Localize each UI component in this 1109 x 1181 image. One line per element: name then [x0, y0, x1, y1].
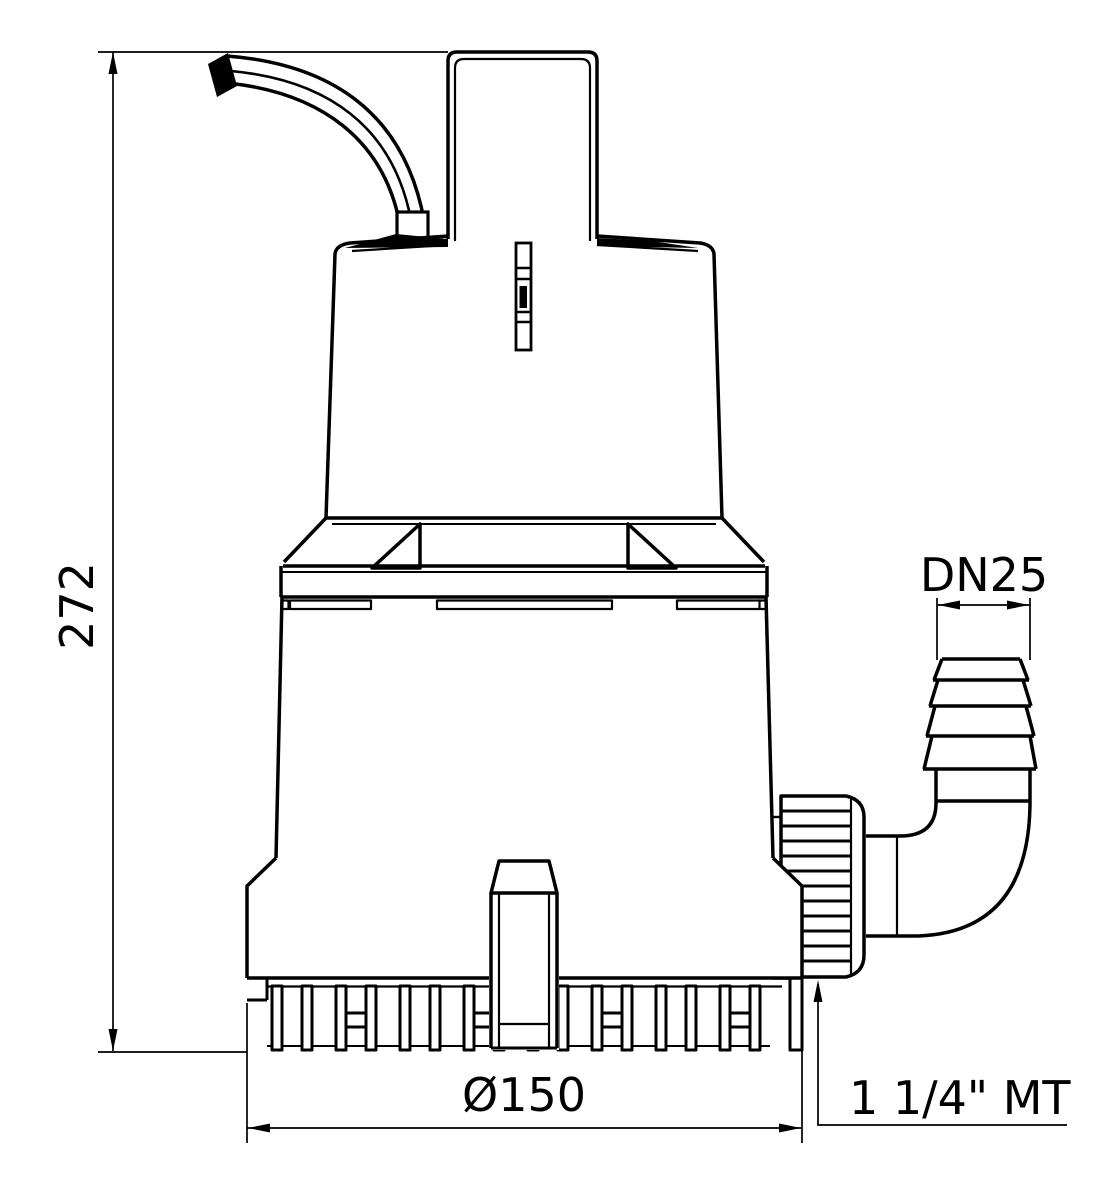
flare-left [282, 516, 328, 564]
height-dimension-label: 272 [50, 562, 104, 650]
thread-note-label: 1 1/4" MT [849, 1071, 1071, 1125]
cable-outer-edge [226, 54, 426, 221]
arrow-up [108, 52, 118, 74]
cable-end-cap [208, 53, 237, 97]
barb-ridge-4 [922, 735, 1038, 771]
dimension-labels: 272 DN25 Ø150 1 1/4" MT [50, 548, 1071, 1125]
seam-segment-1 [288, 599, 373, 611]
casing-right-corner [771, 856, 804, 980]
outlet-dimension-label: DN25 [920, 548, 1048, 602]
arrow-dn25-right [1007, 600, 1029, 610]
handle-stem [446, 50, 599, 241]
seam-segment-2 [435, 599, 614, 611]
barb-ridge-3 [925, 705, 1036, 738]
barb-ridge-1 [932, 658, 1030, 682]
slot-marker [519, 286, 527, 308]
shoulder-right-fillet [597, 238, 698, 248]
cable-inner-edge [235, 82, 401, 221]
barb-ridge-2 [928, 679, 1033, 708]
elbow-outer-wall [866, 769, 1032, 938]
thread-leader-line [817, 984, 1067, 1126]
cable-seam-line [230, 69, 413, 221]
casing-left-edge [274, 596, 284, 859]
diameter-dimension-label: Ø150 [462, 1068, 586, 1122]
drain-plug [489, 859, 559, 1050]
casing-right-chamfer [771, 856, 804, 978]
arrow-right [779, 1123, 801, 1133]
casing-right-edge [764, 596, 775, 859]
nut-ribs [781, 809, 851, 963]
shoulder-left-fillet [345, 234, 448, 248]
arrow-dn25-left [938, 600, 960, 610]
shoulder-left [324, 234, 449, 519]
pump-casing [245, 596, 775, 978]
slot-dividers [516, 266, 531, 324]
arrow-left [248, 1123, 270, 1133]
plug-inner-sides [497, 893, 551, 1048]
flare-right [720, 516, 766, 564]
base-ledge-left [247, 978, 269, 1002]
outlet-elbow [866, 769, 1032, 938]
shoulder-right [596, 234, 724, 519]
plug-sides [489, 893, 559, 1048]
arrow-thread-leader [813, 980, 823, 1002]
corner-mask [773, 858, 802, 977]
stem-inner [453, 57, 592, 241]
plug-cap [489, 859, 559, 895]
hose-barb [922, 657, 1038, 771]
arrow-down [108, 1029, 118, 1051]
rib-gusset-right [626, 522, 678, 570]
seam-segment-3 [675, 599, 762, 611]
band-sides [279, 566, 769, 597]
rib-gusset-left [370, 522, 422, 570]
stem-outer [446, 50, 599, 239]
dimension-arrowheads [108, 52, 1029, 1133]
housing-slot-indicator [514, 241, 533, 352]
elbow-inner-wall [866, 769, 938, 838]
motor-housing [324, 234, 724, 525]
collar-band [279, 516, 769, 611]
casing-left-chamfer [245, 856, 278, 978]
